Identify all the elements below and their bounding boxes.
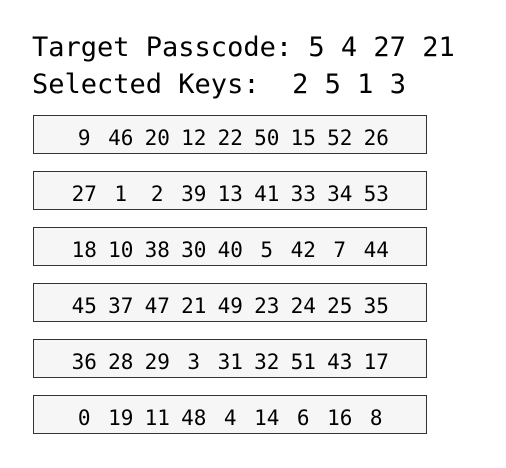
selected-keys-label: Selected Keys: bbox=[32, 69, 260, 100]
target-passcode-value: 21 bbox=[422, 32, 455, 63]
key-row-keys: 18 10 38 30 40 5 42 7 44 bbox=[34, 237, 428, 263]
key-button[interactable]: 17 bbox=[363, 350, 389, 374]
key-button[interactable]: 36 bbox=[71, 350, 97, 374]
key-row: 45 37 47 21 49 23 24 25 35 bbox=[33, 283, 427, 322]
key-button[interactable]: 31 bbox=[217, 350, 243, 374]
key-button[interactable]: 14 bbox=[254, 406, 280, 430]
target-passcode-value: 27 bbox=[373, 32, 406, 63]
key-button[interactable]: 47 bbox=[144, 294, 170, 318]
key-row-keys: 45 37 47 21 49 23 24 25 35 bbox=[34, 293, 428, 319]
key-button[interactable]: 30 bbox=[181, 238, 207, 262]
key-button[interactable]: 8 bbox=[369, 406, 383, 430]
key-button[interactable]: 41 bbox=[254, 182, 280, 206]
key-button[interactable]: 0 bbox=[77, 406, 91, 430]
target-passcode-line: Target Passcode: 5 4 27 21 bbox=[32, 32, 455, 64]
key-row: 0 19 11 48 4 14 6 16 8 bbox=[33, 395, 427, 434]
key-button[interactable]: 37 bbox=[108, 294, 134, 318]
key-button[interactable]: 29 bbox=[144, 350, 170, 374]
key-button[interactable]: 22 bbox=[217, 126, 243, 150]
key-button[interactable]: 6 bbox=[296, 406, 310, 430]
key-button[interactable]: 46 bbox=[108, 126, 134, 150]
key-button[interactable]: 9 bbox=[77, 126, 91, 150]
key-button[interactable]: 27 bbox=[71, 182, 97, 206]
key-button[interactable]: 11 bbox=[144, 406, 170, 430]
key-button[interactable]: 43 bbox=[327, 350, 353, 374]
target-passcode-value: 5 bbox=[308, 32, 325, 63]
key-button[interactable]: 16 bbox=[327, 406, 353, 430]
key-button[interactable]: 44 bbox=[363, 238, 389, 262]
key-button[interactable]: 48 bbox=[181, 406, 207, 430]
key-button[interactable]: 1 bbox=[114, 182, 128, 206]
key-button[interactable]: 7 bbox=[333, 238, 347, 262]
selected-key-value: 2 bbox=[292, 69, 309, 100]
key-row-keys: 0 19 11 48 4 14 6 16 8 bbox=[34, 405, 428, 431]
key-button[interactable]: 33 bbox=[290, 182, 316, 206]
key-button[interactable]: 28 bbox=[108, 350, 134, 374]
key-button[interactable]: 2 bbox=[150, 182, 164, 206]
key-button[interactable]: 4 bbox=[223, 406, 237, 430]
selected-key-value: 5 bbox=[324, 69, 341, 100]
selected-key-value: 3 bbox=[389, 69, 406, 100]
key-button[interactable]: 18 bbox=[71, 238, 97, 262]
key-button[interactable]: 3 bbox=[187, 350, 201, 374]
key-button[interactable]: 12 bbox=[181, 126, 207, 150]
key-button[interactable]: 34 bbox=[327, 182, 353, 206]
key-button[interactable]: 35 bbox=[363, 294, 389, 318]
key-row: 36 28 29 3 31 32 51 43 17 bbox=[33, 339, 427, 378]
key-button[interactable]: 25 bbox=[327, 294, 353, 318]
target-passcode-label: Target Passcode: bbox=[32, 32, 293, 63]
key-row: 18 10 38 30 40 5 42 7 44 bbox=[33, 227, 427, 266]
key-button[interactable]: 39 bbox=[181, 182, 207, 206]
key-button[interactable]: 51 bbox=[290, 350, 316, 374]
key-button[interactable]: 32 bbox=[254, 350, 280, 374]
key-row-keys: 36 28 29 3 31 32 51 43 17 bbox=[34, 349, 428, 375]
target-passcode-value: 4 bbox=[340, 32, 358, 63]
key-button[interactable]: 49 bbox=[217, 294, 243, 318]
key-button[interactable]: 15 bbox=[290, 126, 316, 150]
key-button[interactable]: 23 bbox=[254, 294, 280, 318]
key-button[interactable]: 42 bbox=[290, 238, 316, 262]
key-button[interactable]: 38 bbox=[144, 238, 170, 262]
key-button[interactable]: 13 bbox=[217, 182, 243, 206]
key-button[interactable]: 52 bbox=[327, 126, 353, 150]
key-button[interactable]: 40 bbox=[217, 238, 243, 262]
key-button[interactable]: 45 bbox=[71, 294, 97, 318]
key-row: 9 46 20 12 22 50 15 52 26 bbox=[33, 115, 427, 154]
selected-keys-line: Selected Keys: 2 5 1 3 bbox=[32, 69, 406, 101]
key-button[interactable]: 10 bbox=[108, 238, 134, 262]
key-button[interactable]: 20 bbox=[144, 126, 170, 150]
key-row-keys: 9 46 20 12 22 50 15 52 26 bbox=[34, 125, 428, 151]
key-button[interactable]: 21 bbox=[181, 294, 207, 318]
key-button[interactable]: 50 bbox=[254, 126, 280, 150]
selected-key-value: 1 bbox=[357, 69, 374, 100]
key-button[interactable]: 24 bbox=[290, 294, 316, 318]
key-button[interactable]: 19 bbox=[108, 406, 134, 430]
key-button[interactable]: 5 bbox=[260, 238, 274, 262]
key-button[interactable]: 53 bbox=[363, 182, 389, 206]
key-button[interactable]: 26 bbox=[363, 126, 389, 150]
